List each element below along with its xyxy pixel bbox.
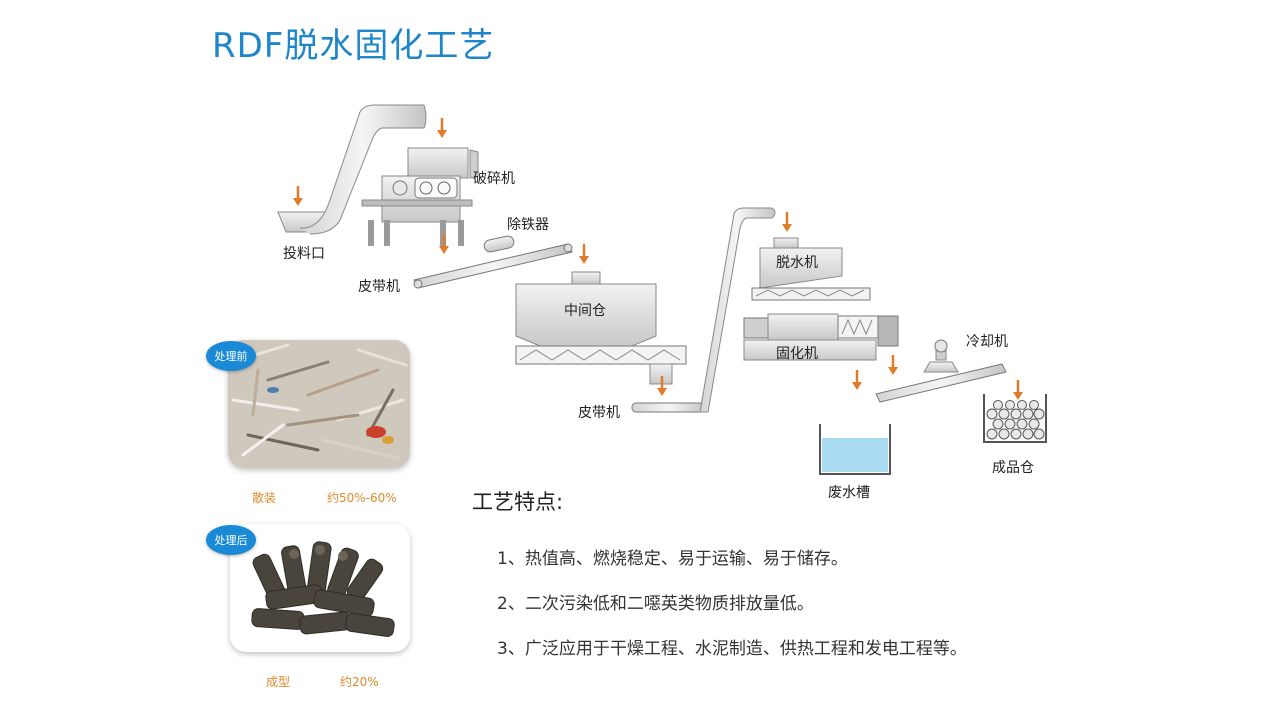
label-waste-water-tank: 废水槽 <box>828 485 870 501</box>
label-crusher: 破碎机 <box>473 171 515 187</box>
label-dewatering-machine: 脱水机 <box>776 255 818 271</box>
caption-after-ratio: 约20% <box>340 675 379 689</box>
feature-item: 1、热值高、燃烧稳定、易于运输、易于储存。 <box>497 549 848 569</box>
label-iron-remover: 除铁器 <box>507 217 549 233</box>
buffer-bin <box>515 271 687 385</box>
belt-conveyor-2 <box>631 207 776 413</box>
solidifying-machine <box>743 313 899 361</box>
rdf-pellets-image <box>230 524 410 652</box>
label-buffer-bin: 中间仓 <box>564 303 606 319</box>
label-cooler: 冷却机 <box>966 334 1008 350</box>
label-belt-conveyor-1: 皮带机 <box>358 279 400 295</box>
crusher-machine <box>361 147 479 246</box>
photo-before-treatment <box>228 340 410 468</box>
feature-item: 2、二次污染低和二噁英类物质排放量低。 <box>497 594 814 614</box>
flow-arrow <box>291 184 305 208</box>
belt-conveyor-1 <box>413 243 573 289</box>
flow-arrow <box>435 116 449 140</box>
photo-after-treatment <box>230 524 410 652</box>
flow-arrow <box>1011 378 1025 402</box>
waste-water-tank <box>819 424 891 475</box>
cooler-machine <box>875 339 1007 403</box>
flow-arrow <box>577 242 591 266</box>
flow-arrow <box>886 353 900 377</box>
label-belt-conveyor-2: 皮带机 <box>578 405 620 421</box>
page-title: RDF脱水固化工艺 <box>212 26 495 66</box>
bucket-elevator-1 <box>299 104 427 235</box>
badge-after: 处理后 <box>206 525 256 555</box>
caption-before-form: 散装 <box>252 491 277 505</box>
flow-arrow <box>850 368 864 392</box>
dewatering-machine <box>751 237 871 301</box>
badge-before: 处理前 <box>206 341 256 371</box>
label-solidifying-machine: 固化机 <box>776 346 818 362</box>
feature-item: 3、广泛应用于干燥工程、水泥制造、供热工程和发电工程等。 <box>497 639 967 659</box>
shredded-waste-image <box>228 340 410 468</box>
label-feed-inlet: 投料口 <box>283 246 325 262</box>
features-title: 工艺特点: <box>472 490 564 514</box>
caption-after-form: 成型 <box>266 675 291 689</box>
label-product-bin: 成品仓 <box>992 460 1034 476</box>
flow-arrow <box>780 210 794 234</box>
iron-remover <box>483 235 515 253</box>
product-bin <box>983 394 1047 443</box>
caption-before-ratio: 约50%-60% <box>327 491 397 505</box>
